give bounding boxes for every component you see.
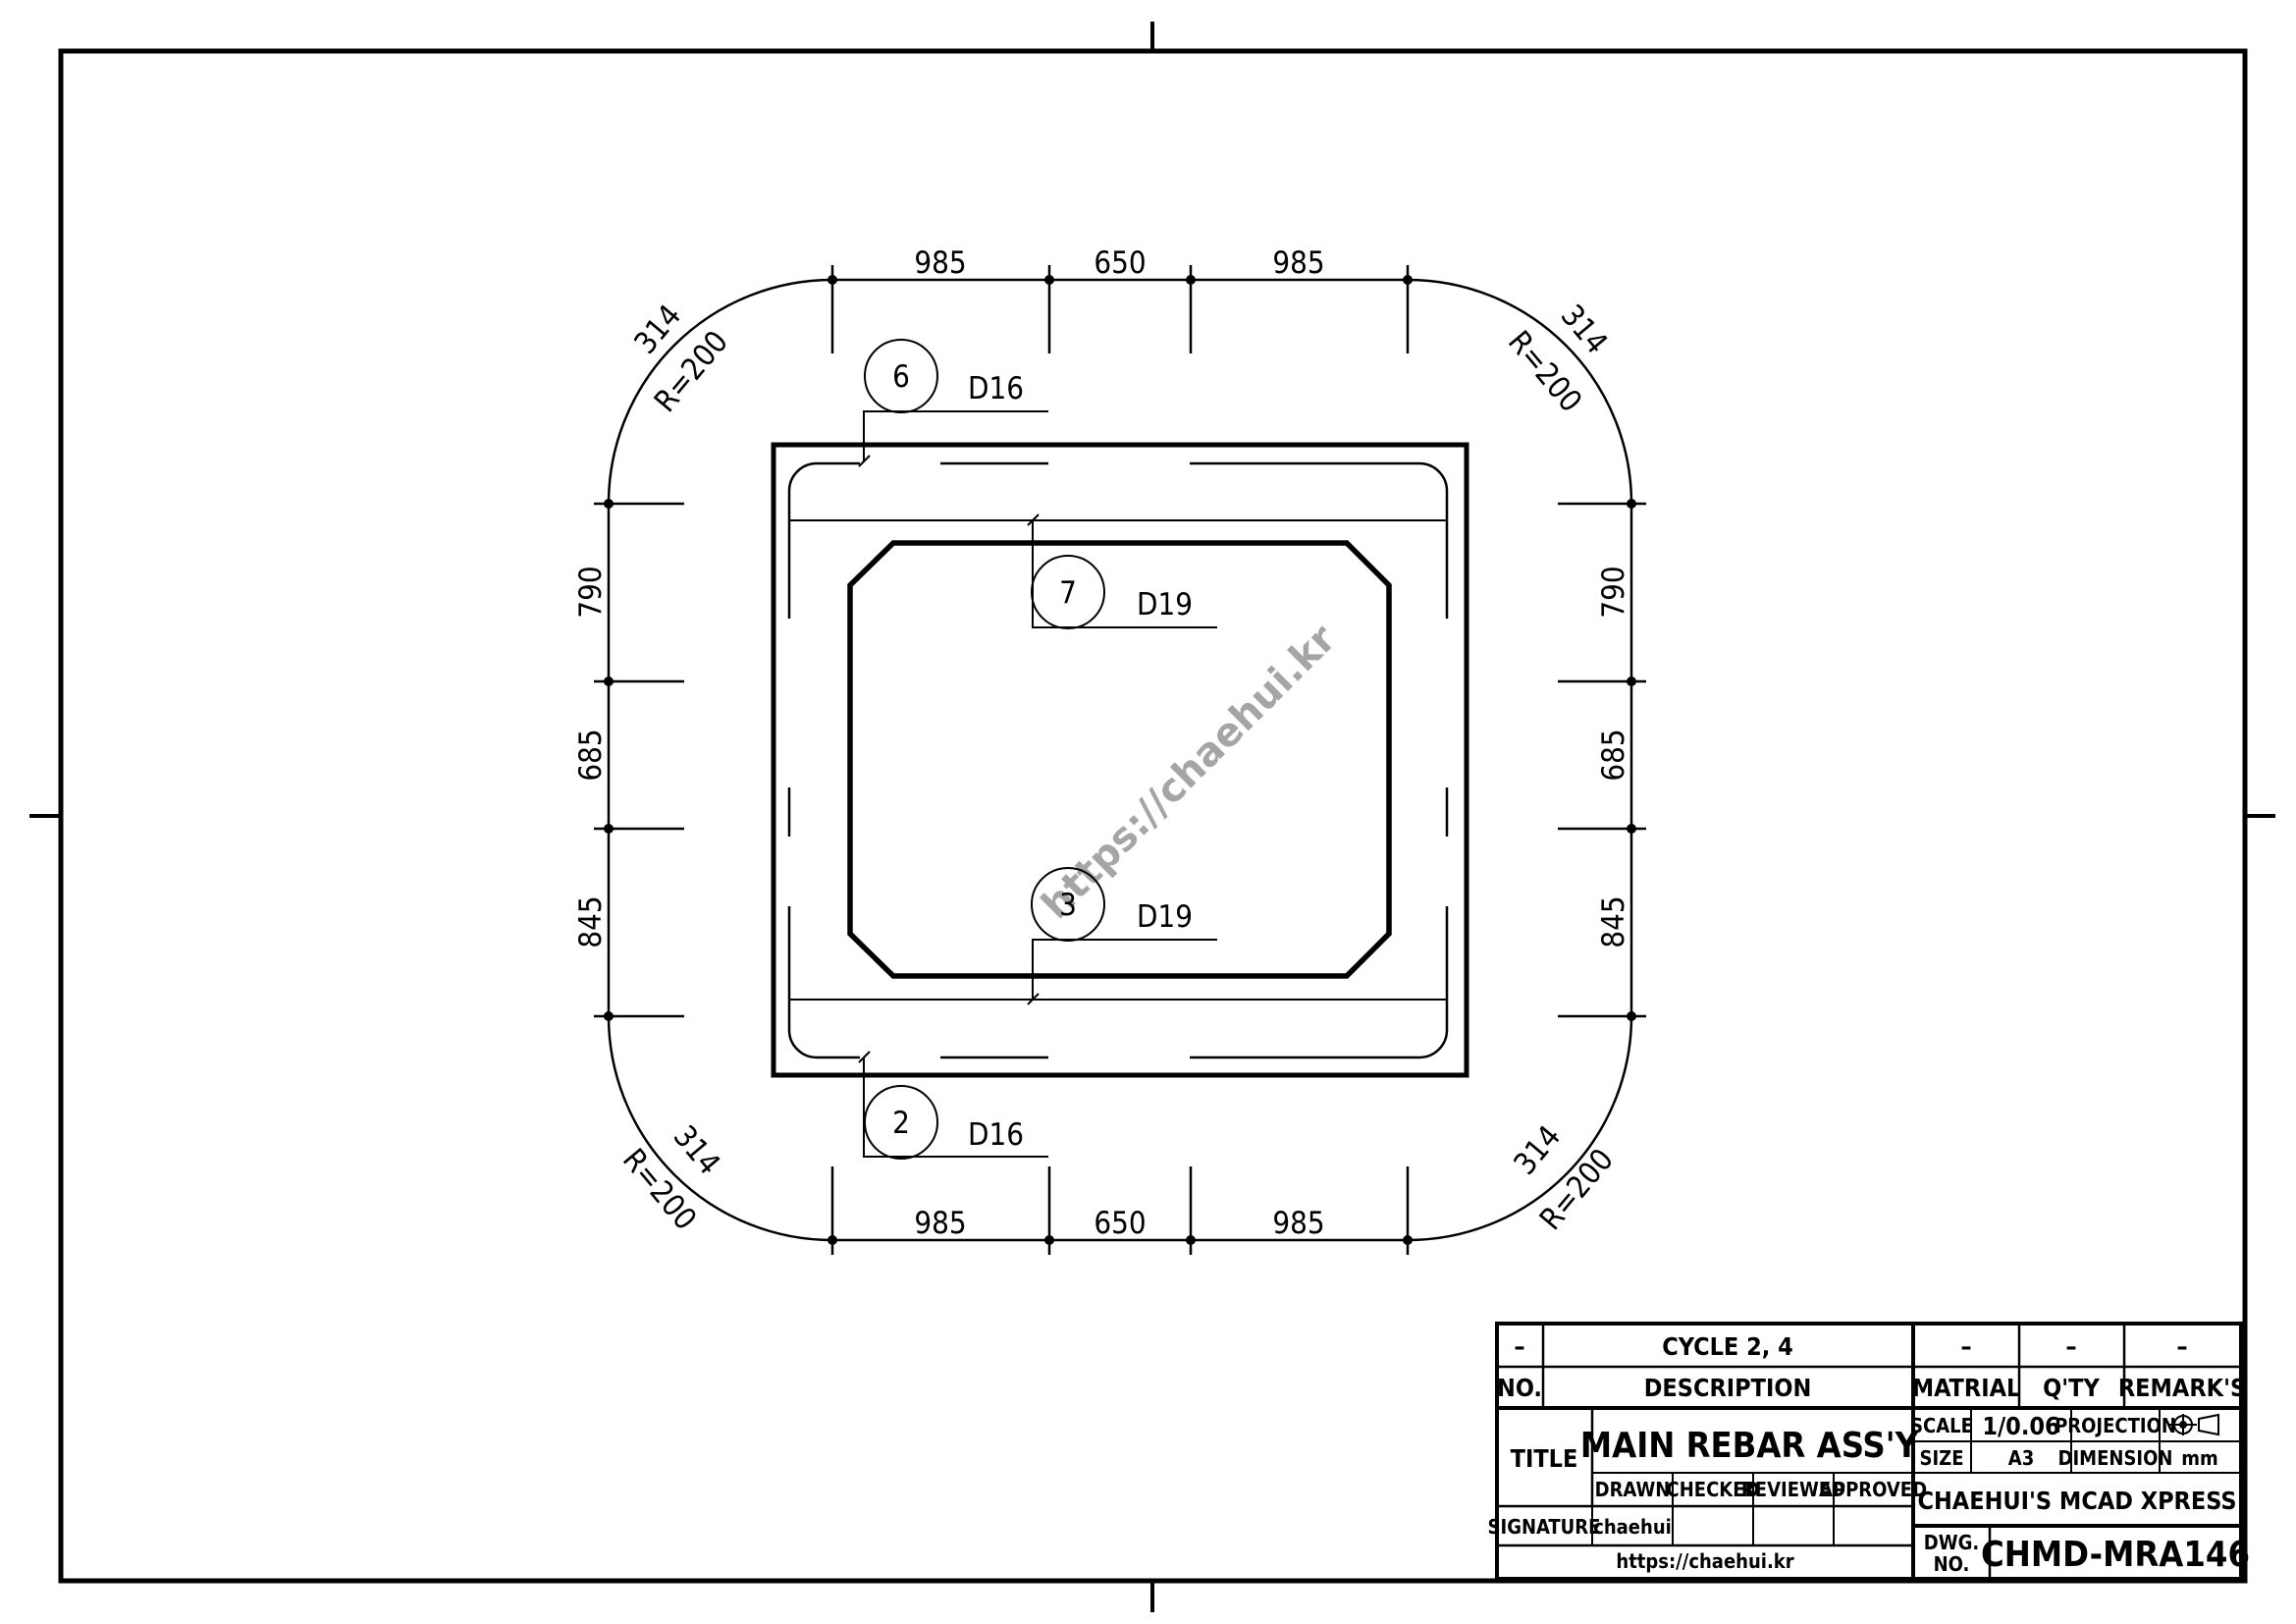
scale-label: SCALE [1910,1414,1973,1437]
dim-top-1: 985 [914,245,966,281]
balloon-6-bar: D16 [968,371,1024,406]
signature-value: chaehui [1593,1515,1672,1539]
projection-symbol-icon [2169,1413,2219,1436]
dimension-unit: mm [2181,1446,2218,1470]
dwg-no-value: CHMD-MRA146 [1981,1535,2250,1575]
header-remarks: REMARK'S [2118,1374,2246,1402]
header-no: NO. [1497,1374,1542,1402]
header-qty: Q'TY [2043,1374,2100,1402]
outer-rebar-hoop [787,461,860,619]
header-material: MATRIAL [1912,1374,2021,1402]
balloon-7-bar: D19 [1137,587,1193,623]
dim-bottom-3: 985 [1272,1206,1324,1241]
corner-tl-length: 314 [627,298,688,361]
title-block [1495,1322,2243,1581]
balloon-7-number: 7 [1059,575,1077,611]
watermark: https://chaehui.kr [1034,616,1346,928]
company-name: CHAEHUI'S MCAD XPRESS [1917,1487,2236,1515]
balloon-3-number: 3 [1059,888,1077,923]
dimension-dots [604,275,1636,1245]
title-label: TITLE [1511,1444,1578,1473]
corner-tr-length: 314 [1554,298,1615,361]
rebar-section [771,442,1469,1078]
corner-br-length: 314 [1507,1119,1568,1182]
dim-left-1: 790 [573,566,609,618]
role-drawn: DRAWN [1595,1478,1671,1501]
dwg-no-label-2: NO. [1934,1552,1970,1576]
role-checked: CHECKED [1667,1478,1760,1501]
role-approved: APPROVED [1819,1478,1927,1501]
header-description: DESCRIPTION [1644,1374,1812,1402]
concrete-outline [771,442,1469,1078]
part-remarks: – [2176,1332,2187,1361]
callout-6 [858,339,1048,467]
callout-2 [858,1051,1048,1160]
drawing-title: MAIN REBAR ASS'Y [1580,1426,1919,1466]
signature-label: SIGNATURE [1488,1515,1601,1539]
dimension-label: DIMENSION [2058,1446,2173,1470]
part-material: – [1960,1332,1971,1361]
projection-label: PROJECTION [2055,1414,2176,1437]
sheet-border [29,22,2275,1612]
corner-bl-length: 314 [667,1119,727,1182]
callout-labels: 6 D16 7 D19 3 D19 2 D16 [892,359,1193,1153]
balloon-2-bar: D16 [968,1117,1024,1153]
dwg-no-label: DWG. [1924,1531,1979,1554]
callout-7 [1027,514,1217,629]
outer-dimension-profile [594,265,1646,1255]
size-label: SIZE [1920,1446,1964,1470]
dim-right-2: 685 [1596,729,1631,781]
part-no: – [1514,1332,1524,1361]
dim-bottom-2: 650 [1094,1206,1146,1241]
title-block-text: – CYCLE 2, 4 – – – NO. DESCRIPTION MATRI… [1488,1332,2250,1576]
website: https://chaehui.kr [1616,1549,1793,1573]
dim-top-2: 650 [1094,245,1146,281]
role-reviewed: REVIEWED [1741,1478,1845,1501]
size-value: A3 [2008,1446,2034,1470]
inner-rebar-octagon [847,540,1392,979]
balloon-2-number: 2 [892,1106,910,1141]
dim-left-3: 845 [573,895,609,947]
callout-3 [1027,867,1217,1005]
part-description: CYCLE 2, 4 [1662,1332,1793,1361]
dimension-labels: 985 650 985 985 650 985 790 685 845 790 … [573,245,1631,1241]
dim-right-1: 790 [1596,566,1631,618]
scale-value: 1/0.06 [1982,1412,2059,1440]
part-qty: – [2065,1332,2076,1361]
dim-top-3: 985 [1272,245,1324,281]
dim-left-2: 685 [573,729,609,781]
balloon-3-bar: D19 [1137,899,1193,935]
dim-bottom-1: 985 [914,1206,966,1241]
balloon-6-number: 6 [892,359,910,395]
dim-right-3: 845 [1596,895,1631,947]
